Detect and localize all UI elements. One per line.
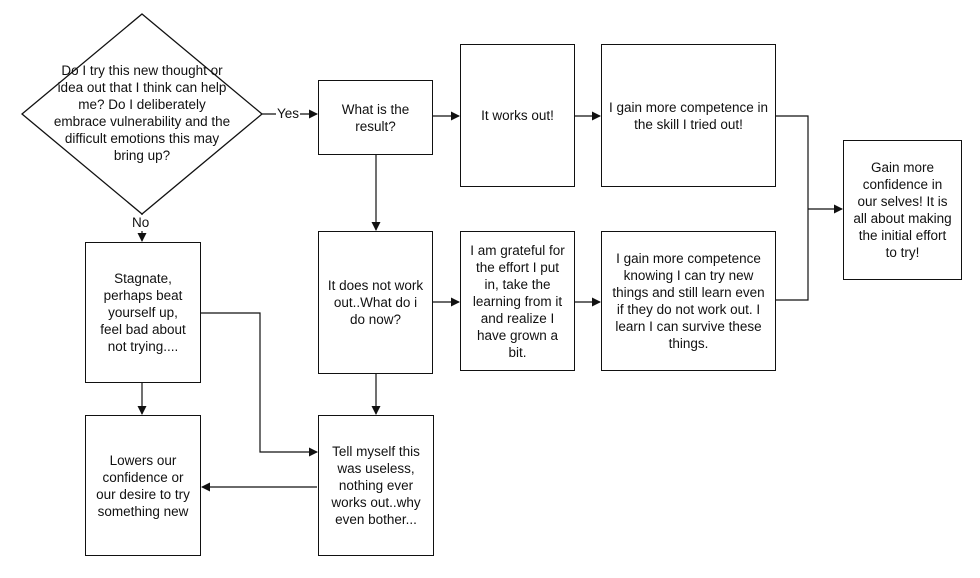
- works-out-text: It works out!: [481, 108, 554, 123]
- confidence-box: Gain more confidence in our selves! It i…: [843, 140, 962, 280]
- works-out-box: It works out!: [460, 44, 575, 187]
- competence-skill-box: I gain more competence in the skill I tr…: [601, 44, 776, 187]
- no-label: No: [131, 215, 151, 231]
- competence-try-text: I gain more competence knowing I can try…: [612, 251, 765, 351]
- yes-label: Yes: [276, 106, 301, 122]
- grateful-text: I am grateful for the effort I put in, t…: [470, 242, 565, 360]
- edge-stagnate-useless: [200, 312, 318, 457]
- lowers-box: Lowers our confidence or our desire to t…: [85, 415, 201, 556]
- decision-text: Do I try this new thought or idea out th…: [53, 63, 231, 163]
- not-work-box: It does not work out..What do i do now?: [318, 231, 433, 374]
- useless-box: Tell myself this was useless, nothing ev…: [318, 415, 434, 556]
- grateful-box: I am grateful for the effort I put in, t…: [460, 231, 575, 371]
- competence-skill-text: I gain more competence in the skill I tr…: [608, 99, 769, 132]
- useless-text: Tell myself this was useless, nothing ev…: [331, 444, 421, 527]
- stagnate-text: Stagnate, perhaps beat yourself up, feel…: [100, 271, 186, 354]
- competence-try-box: I gain more competence knowing I can try…: [601, 231, 776, 371]
- lowers-text: Lowers our confidence or our desire to t…: [96, 452, 190, 519]
- confidence-text: Gain more confidence in our selves! It i…: [853, 160, 952, 260]
- result-text: What is the result?: [341, 101, 410, 134]
- not-work-text: It does not work out..What do i do now?: [327, 278, 424, 327]
- edge-try-confidence: [775, 209, 809, 301]
- edge-skill-confidence: [775, 115, 809, 209]
- result-box: What is the result?: [318, 80, 433, 155]
- stagnate-box: Stagnate, perhaps beat yourself up, feel…: [85, 242, 201, 383]
